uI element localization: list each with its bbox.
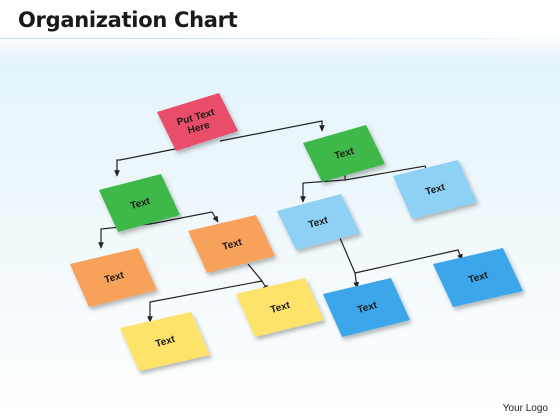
org-box-shape bbox=[120, 312, 210, 371]
org-box-label-line: Text bbox=[221, 237, 244, 253]
org-box-green-right: Text bbox=[303, 125, 385, 182]
org-box-orange-left: Text bbox=[70, 248, 157, 307]
org-box-orange-right: Text bbox=[188, 215, 275, 273]
org-box-shape bbox=[277, 194, 360, 250]
org-box-label-line: Text bbox=[154, 334, 177, 350]
connector-green-left-to-orange-right bbox=[149, 211, 219, 225]
connector-root-to-green-left bbox=[114, 145, 191, 177]
connector-lightblue-to-blue-right bbox=[354, 249, 463, 274]
logo-text: Your Logo bbox=[502, 403, 548, 414]
org-box-label: Text bbox=[269, 300, 292, 316]
org-box-shape bbox=[323, 278, 410, 337]
org-box-label: Text bbox=[221, 237, 244, 253]
title-divider bbox=[0, 38, 560, 39]
connector-root-to-green-right bbox=[219, 120, 325, 142]
org-box-yellow-right: Text bbox=[236, 278, 324, 337]
connector-lightblue-to-blue-left bbox=[339, 237, 360, 289]
org-box-label-line: Text bbox=[103, 270, 126, 286]
org-box-blue-left: Text bbox=[323, 278, 410, 337]
org-box-blue-right: Text bbox=[433, 248, 523, 307]
org-box-lightblue-top-right: Text bbox=[393, 160, 477, 219]
connector-orange-right-to-yellow-right bbox=[247, 263, 269, 292]
org-box-label: Text bbox=[307, 215, 330, 231]
org-box-label-line: Text bbox=[356, 300, 379, 316]
org-box-shape bbox=[188, 215, 275, 273]
org-box-shape bbox=[157, 93, 238, 151]
org-box-label: Text bbox=[356, 300, 379, 316]
org-box-label-line: Text bbox=[129, 196, 152, 212]
org-box-yellow-left: Text bbox=[120, 312, 210, 371]
org-box-lightblue-mid: Text bbox=[277, 194, 360, 250]
org-box-shape bbox=[393, 160, 477, 219]
org-box-label: Text bbox=[103, 270, 126, 286]
org-box-label-line: Text bbox=[467, 270, 490, 286]
org-box-label: Text bbox=[129, 196, 152, 212]
org-box-label-line: Text bbox=[333, 146, 356, 162]
org-box-shape bbox=[236, 278, 324, 337]
org-box-label-line: Text bbox=[424, 182, 447, 198]
connector-orange-right-to-yellow-left bbox=[147, 280, 263, 323]
org-box-shape bbox=[433, 248, 523, 307]
org-box-root: Put TextHere bbox=[157, 93, 238, 151]
org-box-shape bbox=[303, 125, 385, 182]
org-box-label: Text bbox=[154, 334, 177, 350]
org-box-green-left: Text bbox=[99, 174, 180, 232]
org-box-label: Text bbox=[333, 146, 356, 162]
org-box-shape bbox=[70, 248, 157, 307]
org-box-label-line: Text bbox=[269, 300, 292, 316]
org-box-shape bbox=[99, 174, 180, 232]
org-box-label-line: Text bbox=[307, 215, 330, 231]
org-box-label: Text bbox=[424, 182, 447, 198]
org-box-label: Text bbox=[467, 270, 490, 286]
page-title: Organization Chart bbox=[18, 8, 238, 32]
